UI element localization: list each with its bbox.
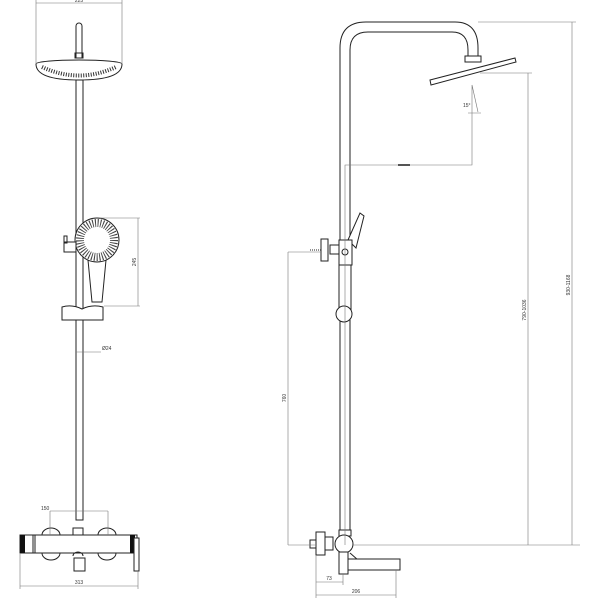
side-dimensions: 15° 760 790-1036 930-1168 73 206 xyxy=(282,21,580,598)
hand-shower-front xyxy=(63,217,120,303)
dim-inlet-spacing: 150 xyxy=(41,506,50,512)
shower-arm-side xyxy=(339,21,517,535)
mixer-front xyxy=(19,527,140,572)
dim-total-height: 930-1168 xyxy=(566,274,572,295)
overhead-shower-front xyxy=(35,22,123,81)
dim-hand-shower-height: 245 xyxy=(132,258,138,267)
dim-rod-diameter: Ø24 xyxy=(102,346,112,352)
dim-head-angle: 15° xyxy=(463,103,471,109)
dim-spout-projection: 206 xyxy=(352,589,361,595)
side-view: 15° 760 790-1036 930-1168 73 206 xyxy=(282,21,580,598)
front-dimensions: 225 245 Ø24 150 313 xyxy=(19,0,140,589)
dim-mixer-width: 313 xyxy=(75,580,84,586)
slider-bracket xyxy=(61,305,104,321)
riser-rod xyxy=(75,79,84,521)
dim-inlet-height: 760 xyxy=(282,394,288,403)
dim-head-height: 790-1036 xyxy=(522,299,528,320)
dim-head-diameter: 225 xyxy=(75,0,84,4)
hand-shower-side xyxy=(310,212,365,323)
dim-outlet-projection: 73 xyxy=(326,576,332,582)
front-view: 225 245 Ø24 150 313 xyxy=(19,0,140,589)
mixer-side xyxy=(309,529,401,575)
